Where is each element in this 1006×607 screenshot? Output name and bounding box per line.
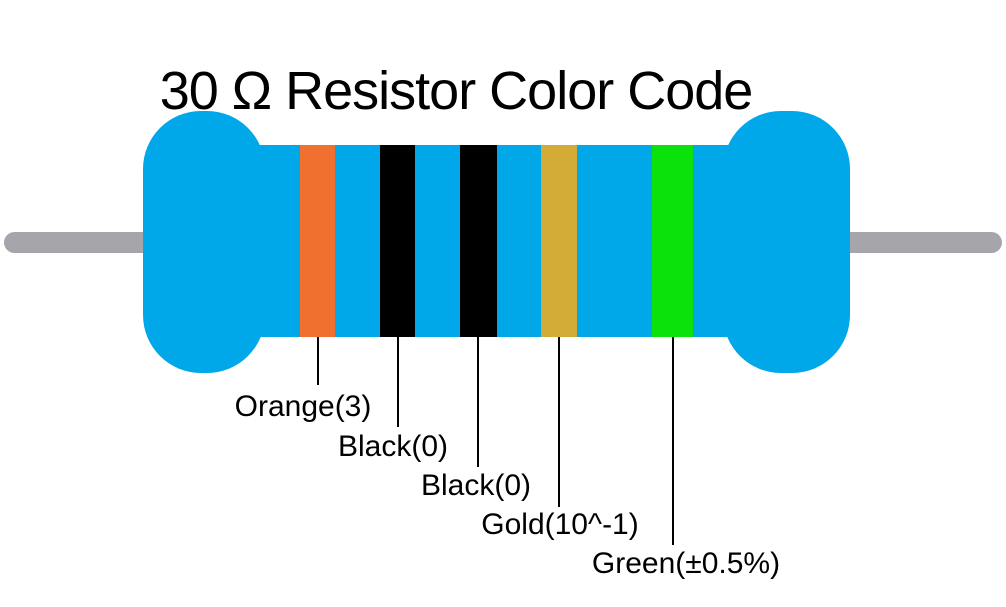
band-gold <box>541 145 577 337</box>
pointer-line-black <box>397 337 399 427</box>
band-black <box>460 145 497 337</box>
resistor-left-cap <box>143 111 265 373</box>
pointer-line-orange <box>317 337 319 385</box>
band-orange <box>300 145 335 337</box>
resistor-right-cap <box>723 111 850 373</box>
band-label-gold: Gold(10^-1) <box>481 508 639 541</box>
left-lead-wire <box>4 232 154 253</box>
pointer-line-green <box>672 337 674 545</box>
page-title: 30 Ω Resistor Color Code <box>159 61 754 122</box>
band-label-black: Black(0) <box>337 430 449 463</box>
band-label-black: Black(0) <box>420 469 532 502</box>
band-label-green: Green(±0.5%) <box>591 547 781 580</box>
right-lead-wire <box>846 232 1002 253</box>
band-label-orange: Orange(3) <box>234 390 372 423</box>
band-green <box>652 145 693 337</box>
pointer-line-black <box>477 337 479 467</box>
pointer-line-gold <box>558 337 560 507</box>
band-black <box>380 145 415 337</box>
